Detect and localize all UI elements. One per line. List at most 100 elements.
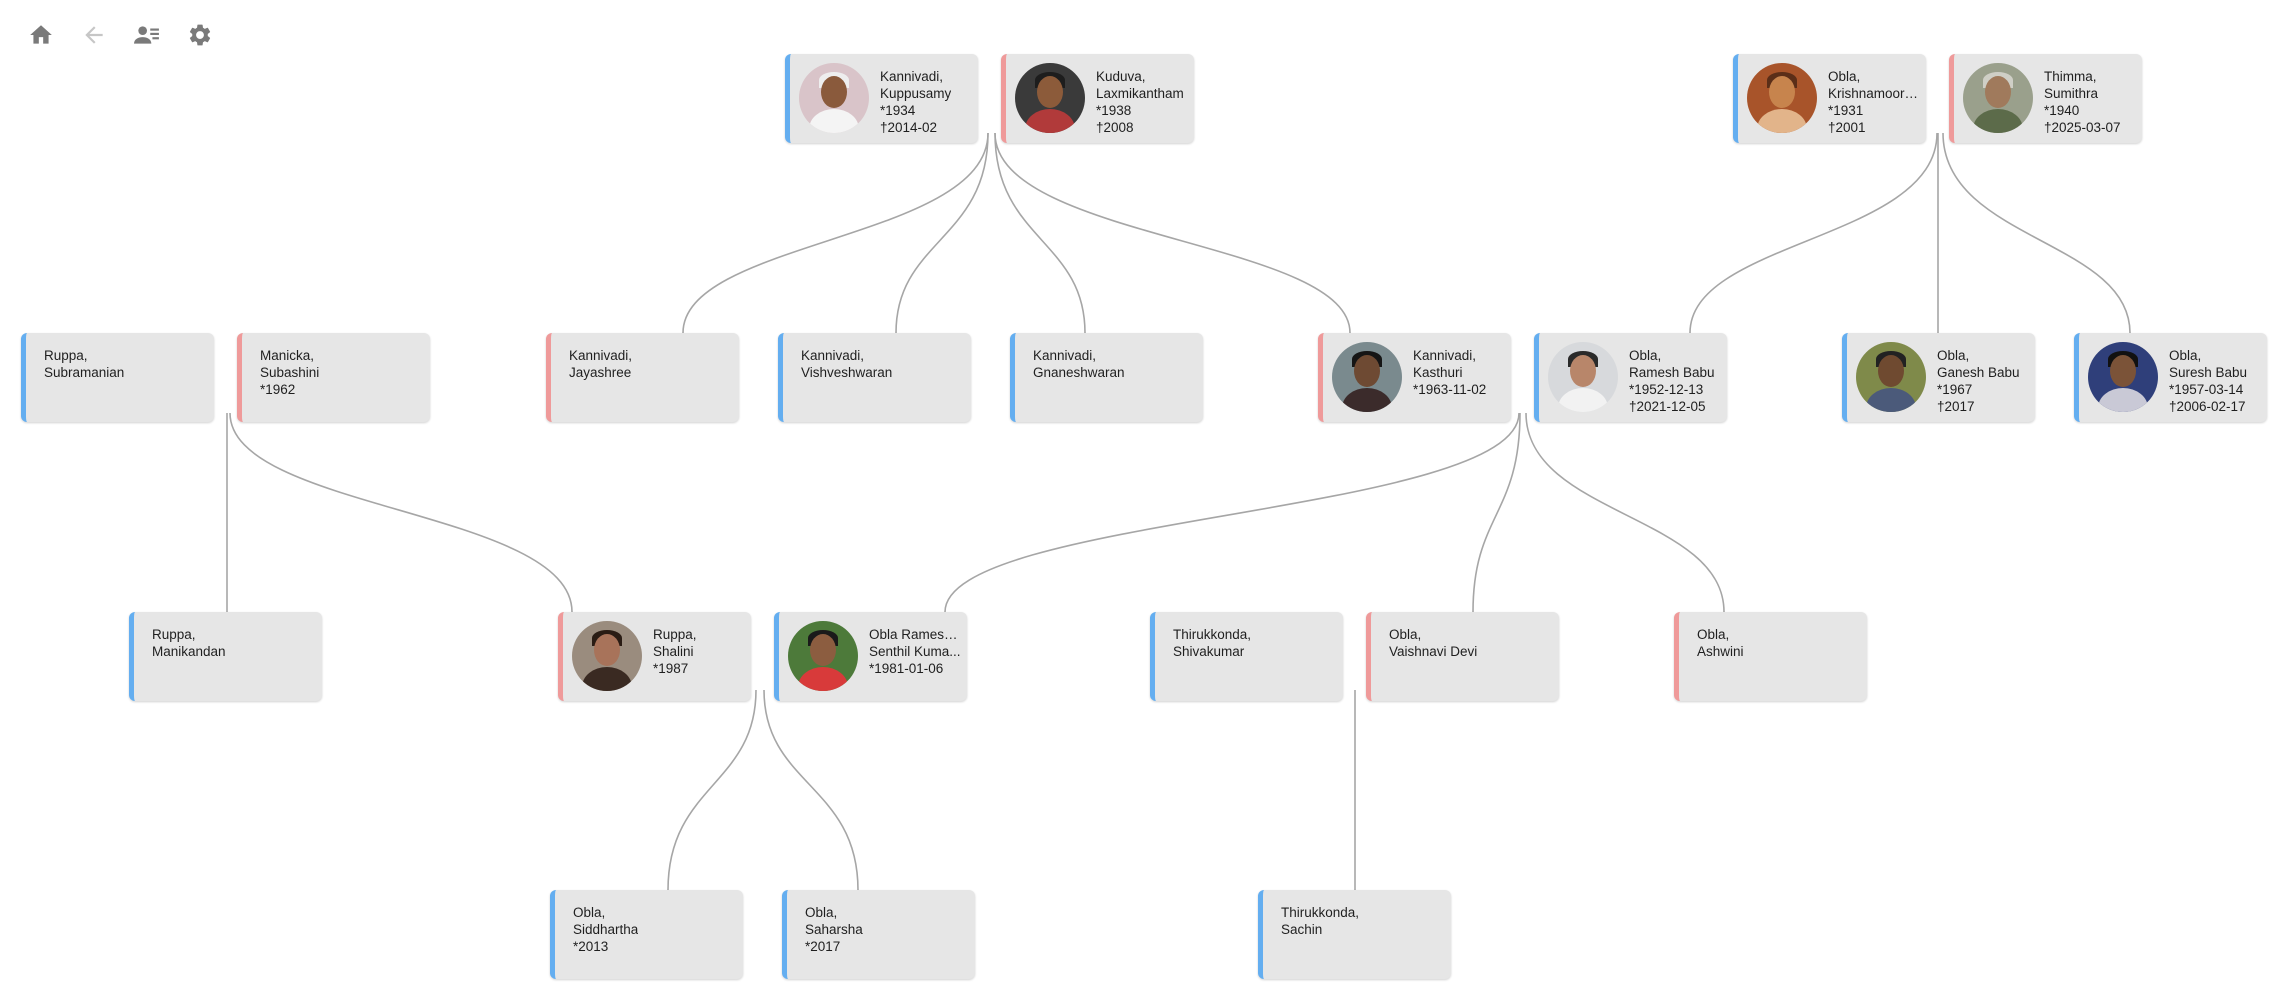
link-line (667, 689, 757, 891)
family-name: Kannivadi, (1413, 348, 1477, 363)
settings-button[interactable] (183, 18, 217, 52)
home-icon (30, 25, 52, 44)
person-list-icon (134, 26, 159, 44)
given-name: Subramanian (44, 365, 125, 380)
person-list-button[interactable] (130, 18, 164, 52)
given-name: Kuppusamy (880, 86, 952, 101)
person-info: Kannivadi, Jayashree (551, 333, 638, 381)
person-info: Kannivadi, Kuppusamy *1934 †2014-02 (869, 54, 957, 136)
family-name: Obla, (805, 905, 838, 920)
gear-icon (189, 24, 211, 46)
person-photo (572, 621, 642, 691)
link-line (1942, 132, 2131, 334)
person-photo (788, 621, 858, 691)
given-name: Subashini (260, 365, 320, 380)
person-info: Obla Ramesh ... Senthil Kuma... *1981-01… (858, 612, 967, 677)
person-card-laxmikantham[interactable]: Kuduva, Laxmikantham *1938 †2008 (1001, 54, 1194, 143)
given-name: Shalini (653, 644, 694, 659)
home-button[interactable] (24, 18, 58, 52)
person-card-sumithra[interactable]: Thimma, Sumithra *1940 †2025-03-07 (1949, 54, 2142, 143)
birth-date: *1957-03-14 (2169, 382, 2244, 397)
family-name: Obla, (1937, 348, 1970, 363)
birth-date: *2013 (573, 939, 609, 954)
family-name: Thirukkonda, (1281, 905, 1360, 920)
person-card-vaishnavi-devi[interactable]: Obla, Vaishnavi Devi (1366, 612, 1559, 701)
person-info: Thirukkonda, Shivakumar (1155, 612, 1257, 660)
person-card-jayashree[interactable]: Kannivadi, Jayashree (546, 333, 739, 422)
death-date: †2006-02-17 (2169, 399, 2246, 414)
person-card-manikandan[interactable]: Ruppa, Manikandan (129, 612, 322, 701)
family-name: Kuduva, (1096, 69, 1146, 84)
person-card-sachin[interactable]: Thirukkonda, Sachin (1258, 890, 1451, 979)
person-photo (1856, 342, 1926, 412)
person-card-subramanian[interactable]: Ruppa, Subramanian (21, 333, 214, 422)
birth-date: *2017 (805, 939, 841, 954)
person-card-shivakumar[interactable]: Thirukkonda, Shivakumar (1150, 612, 1343, 701)
link-line (763, 689, 859, 891)
person-photo (799, 63, 869, 133)
family-name: Obla, (1828, 69, 1861, 84)
birth-date: *1967 (1937, 382, 1973, 397)
person-card-kasthuri[interactable]: Kannivadi, Kasthuri *1963-11-02 (1318, 333, 1511, 422)
death-date: †2008 (1096, 120, 1134, 135)
person-info: Obla, Siddhartha *2013 (555, 890, 644, 955)
person-info: Obla, Ashwini (1679, 612, 1750, 660)
person-info: Kannivadi, Vishveshwaran (783, 333, 898, 381)
given-name: Kasthuri (1413, 365, 1463, 380)
person-photo (1015, 63, 1085, 133)
link-line (682, 132, 989, 334)
person-photo (2088, 342, 2158, 412)
link-line (1525, 412, 1725, 613)
family-name: Thimma, (2044, 69, 2097, 84)
link-line (1689, 132, 1938, 334)
family-name: Kannivadi, (569, 348, 633, 363)
person-info: Kannivadi, Gnaneshwaran (1015, 333, 1131, 381)
person-photo (1332, 342, 1402, 412)
person-card-ramesh-babu[interactable]: Obla, Ramesh Babu *1952-12-13 †2021-12-0… (1534, 333, 1727, 422)
given-name: Ganesh Babu (1937, 365, 2020, 380)
person-card-senthil-kumar[interactable]: Obla Ramesh ... Senthil Kuma... *1981-01… (774, 612, 967, 701)
person-card-ganesh-babu[interactable]: Obla, Ganesh Babu *1967 †2017 (1842, 333, 2035, 422)
person-photo (1963, 63, 2033, 133)
given-name: Manikandan (152, 644, 226, 659)
person-card-suresh-babu[interactable]: Obla, Suresh Babu *1957-03-14 †2006-02-1… (2074, 333, 2267, 422)
family-name: Kannivadi, (1033, 348, 1097, 363)
birth-date: *1938 (1096, 103, 1132, 118)
person-card-subashini[interactable]: Manicka, Subashini *1962 (237, 333, 430, 422)
given-name: Laxmikantham (1096, 86, 1184, 101)
person-card-kuppusamy[interactable]: Kannivadi, Kuppusamy *1934 †2014-02 (785, 54, 978, 143)
person-info: Manicka, Subashini *1962 (242, 333, 325, 398)
person-info: Kuduva, Laxmikantham *1938 †2008 (1085, 54, 1190, 136)
person-card-ashwini[interactable]: Obla, Ashwini (1674, 612, 1867, 701)
birth-date: *1934 (880, 103, 916, 118)
person-info: Ruppa, Subramanian (26, 333, 130, 381)
birth-date: *1987 (653, 661, 689, 676)
given-name: Vaishnavi Devi (1389, 644, 1478, 659)
person-info: Ruppa, Manikandan (134, 612, 232, 660)
back-button[interactable] (77, 18, 111, 52)
birth-date: *1963-11-02 (1413, 382, 1487, 397)
death-date: †2017 (1937, 399, 1975, 414)
family-name: Ruppa, (152, 627, 196, 642)
family-name: Obla Ramesh ... (869, 627, 961, 642)
family-name: Obla, (1389, 627, 1422, 642)
death-date: †2025-03-07 (2044, 120, 2121, 135)
person-card-krishnamoorthy[interactable]: Obla, Krishnamoorthy *1931 †2001 (1733, 54, 1926, 143)
birth-date: *1962 (260, 382, 296, 397)
given-name: Saharsha (805, 922, 863, 937)
person-info: Obla, Ganesh Babu *1967 †2017 (1926, 333, 2026, 415)
family-name: Kannivadi, (880, 69, 944, 84)
person-photo (1747, 63, 1817, 133)
given-name: Suresh Babu (2169, 365, 2248, 380)
person-card-saharsha[interactable]: Obla, Saharsha *2017 (782, 890, 975, 979)
person-card-vishveshwaran[interactable]: Kannivadi, Vishveshwaran (778, 333, 971, 422)
link-line (994, 132, 1351, 334)
family-name: Obla, (2169, 348, 2202, 363)
family-name: Kannivadi, (801, 348, 865, 363)
person-card-gnaneshwaran[interactable]: Kannivadi, Gnaneshwaran (1010, 333, 1203, 422)
family-name: Obla, (1697, 627, 1730, 642)
toolbar (0, 0, 260, 70)
person-card-shalini[interactable]: Ruppa, Shalini *1987 (558, 612, 751, 701)
person-card-siddhartha[interactable]: Obla, Siddhartha *2013 (550, 890, 743, 979)
person-info: Kannivadi, Kasthuri *1963-11-02 (1402, 333, 1492, 398)
